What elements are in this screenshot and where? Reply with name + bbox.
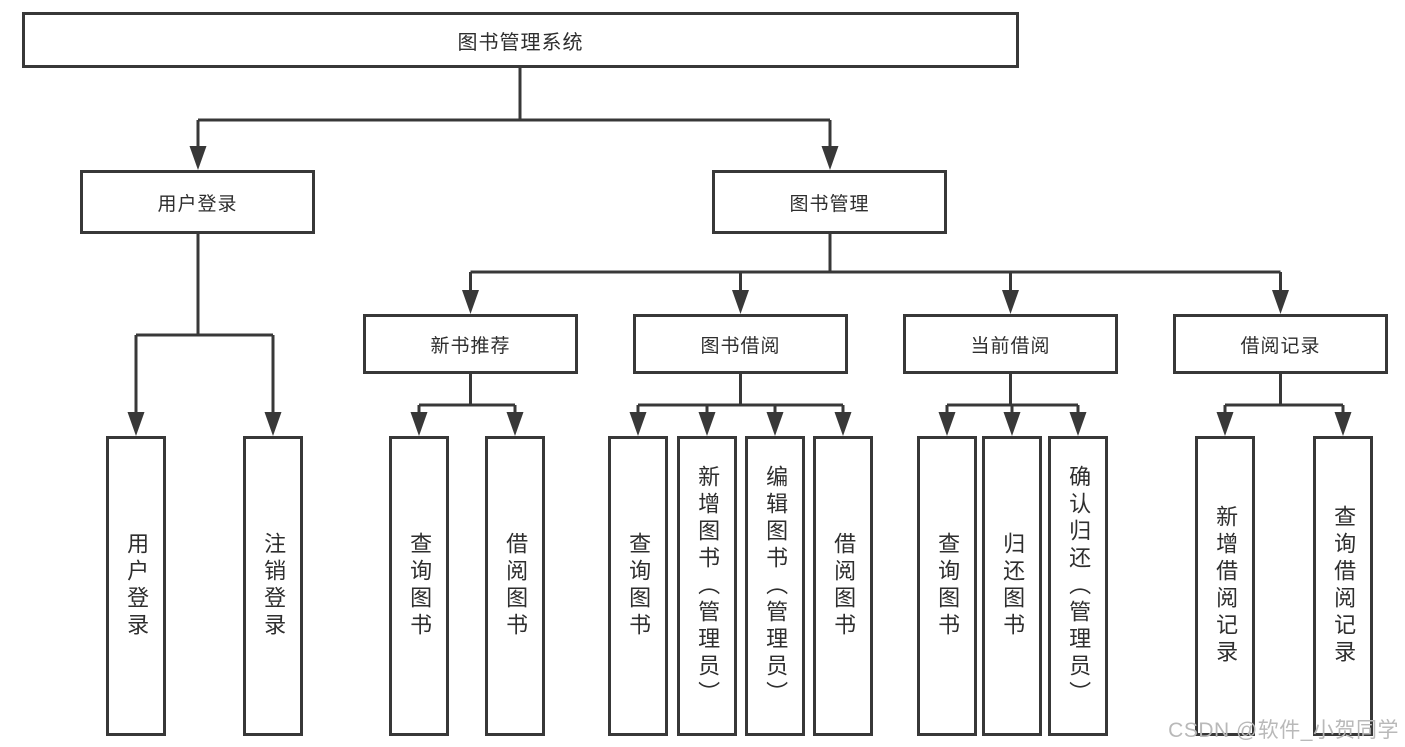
node-label: 图书管理	[789, 193, 870, 215]
edge-user-login-children	[134, 234, 275, 416]
node-label: 注销登录	[261, 532, 287, 640]
arrowhead	[938, 412, 956, 436]
arrowhead	[1003, 412, 1021, 436]
leaf-query-books-current: 查询图书	[917, 436, 977, 736]
leaf-query-books-recommend: 查询图书	[389, 436, 449, 736]
node-user-login: 用户登录	[80, 170, 315, 234]
arrowhead	[189, 146, 207, 170]
node-current-borrow: 当前借阅	[903, 314, 1118, 374]
node-label: 用户登录	[157, 193, 238, 215]
node-label: 归还图书	[1000, 532, 1026, 640]
node-label: 当前借阅	[970, 335, 1051, 357]
leaf-add-book-admin: 新增图书（管理员）	[677, 436, 737, 736]
node-borrow-records: 借阅记录	[1173, 314, 1388, 374]
arrowhead	[698, 412, 716, 436]
edge-book-borrow-children	[636, 373, 845, 416]
node-label: 图书借阅	[700, 335, 781, 357]
leaf-add-borrow-record: 新增借阅记录	[1195, 436, 1255, 736]
arrowhead	[1069, 412, 1087, 436]
node-label: 用户登录	[124, 532, 150, 640]
arrowhead	[766, 412, 784, 436]
node-label: 查询图书	[407, 532, 433, 640]
node-book-management: 图书管理	[712, 170, 947, 234]
arrowhead	[506, 412, 524, 436]
node-label: 查询借阅记录	[1331, 505, 1357, 667]
leaf-borrow-books: 借阅图书	[813, 436, 873, 736]
arrowhead	[1272, 290, 1289, 314]
arrowhead	[410, 412, 428, 436]
leaf-query-borrow-record: 查询借阅记录	[1313, 436, 1373, 736]
node-label: 借阅图书	[831, 532, 857, 640]
node-label: 借阅记录	[1240, 335, 1321, 357]
node-book-borrow: 图书借阅	[633, 314, 848, 374]
leaf-confirm-return-admin: 确认归还（管理员）	[1048, 436, 1108, 736]
edge-new-book-children	[417, 373, 517, 416]
node-label: 图书管理系统	[457, 31, 584, 54]
node-label: 编辑图书（管理员）	[763, 464, 789, 708]
node-label: 借阅图书	[503, 532, 529, 640]
csdn-watermark: CSDN @软件_小贺同学	[1168, 719, 1399, 742]
node-label: 新增借阅记录	[1213, 505, 1239, 667]
edge-borrow-records-children	[1223, 373, 1345, 416]
node-label: 查询图书	[935, 532, 961, 640]
arrowhead	[834, 412, 852, 436]
node-new-book-recommend: 新书推荐	[363, 314, 578, 374]
arrowhead	[1334, 412, 1352, 436]
arrowhead	[1002, 290, 1019, 314]
node-label: 新增图书（管理员）	[695, 464, 721, 708]
arrowhead	[629, 412, 647, 436]
arrowhead	[127, 412, 145, 436]
node-system-root: 图书管理系统	[22, 12, 1019, 68]
leaf-edit-book-admin: 编辑图书（管理员）	[745, 436, 805, 736]
leaf-user-login: 用户登录	[106, 436, 166, 736]
leaf-return-books: 归还图书	[982, 436, 1042, 736]
arrowhead	[732, 290, 749, 314]
leaf-logout: 注销登录	[243, 436, 303, 736]
leaf-query-books-borrow: 查询图书	[608, 436, 668, 736]
arrowhead	[264, 412, 282, 436]
edge-root-to-level2	[196, 68, 832, 148]
edge-book-mgmt-children	[469, 234, 1282, 292]
leaf-borrow-books-recommend: 借阅图书	[485, 436, 545, 736]
edge-current-borrow-children	[945, 373, 1080, 416]
node-label: 新书推荐	[430, 335, 511, 357]
node-label: 确认归还（管理员）	[1066, 464, 1092, 708]
arrowhead	[1216, 412, 1234, 436]
arrowhead	[462, 290, 479, 314]
arrowhead	[821, 146, 839, 170]
node-label: 查询图书	[626, 532, 652, 640]
